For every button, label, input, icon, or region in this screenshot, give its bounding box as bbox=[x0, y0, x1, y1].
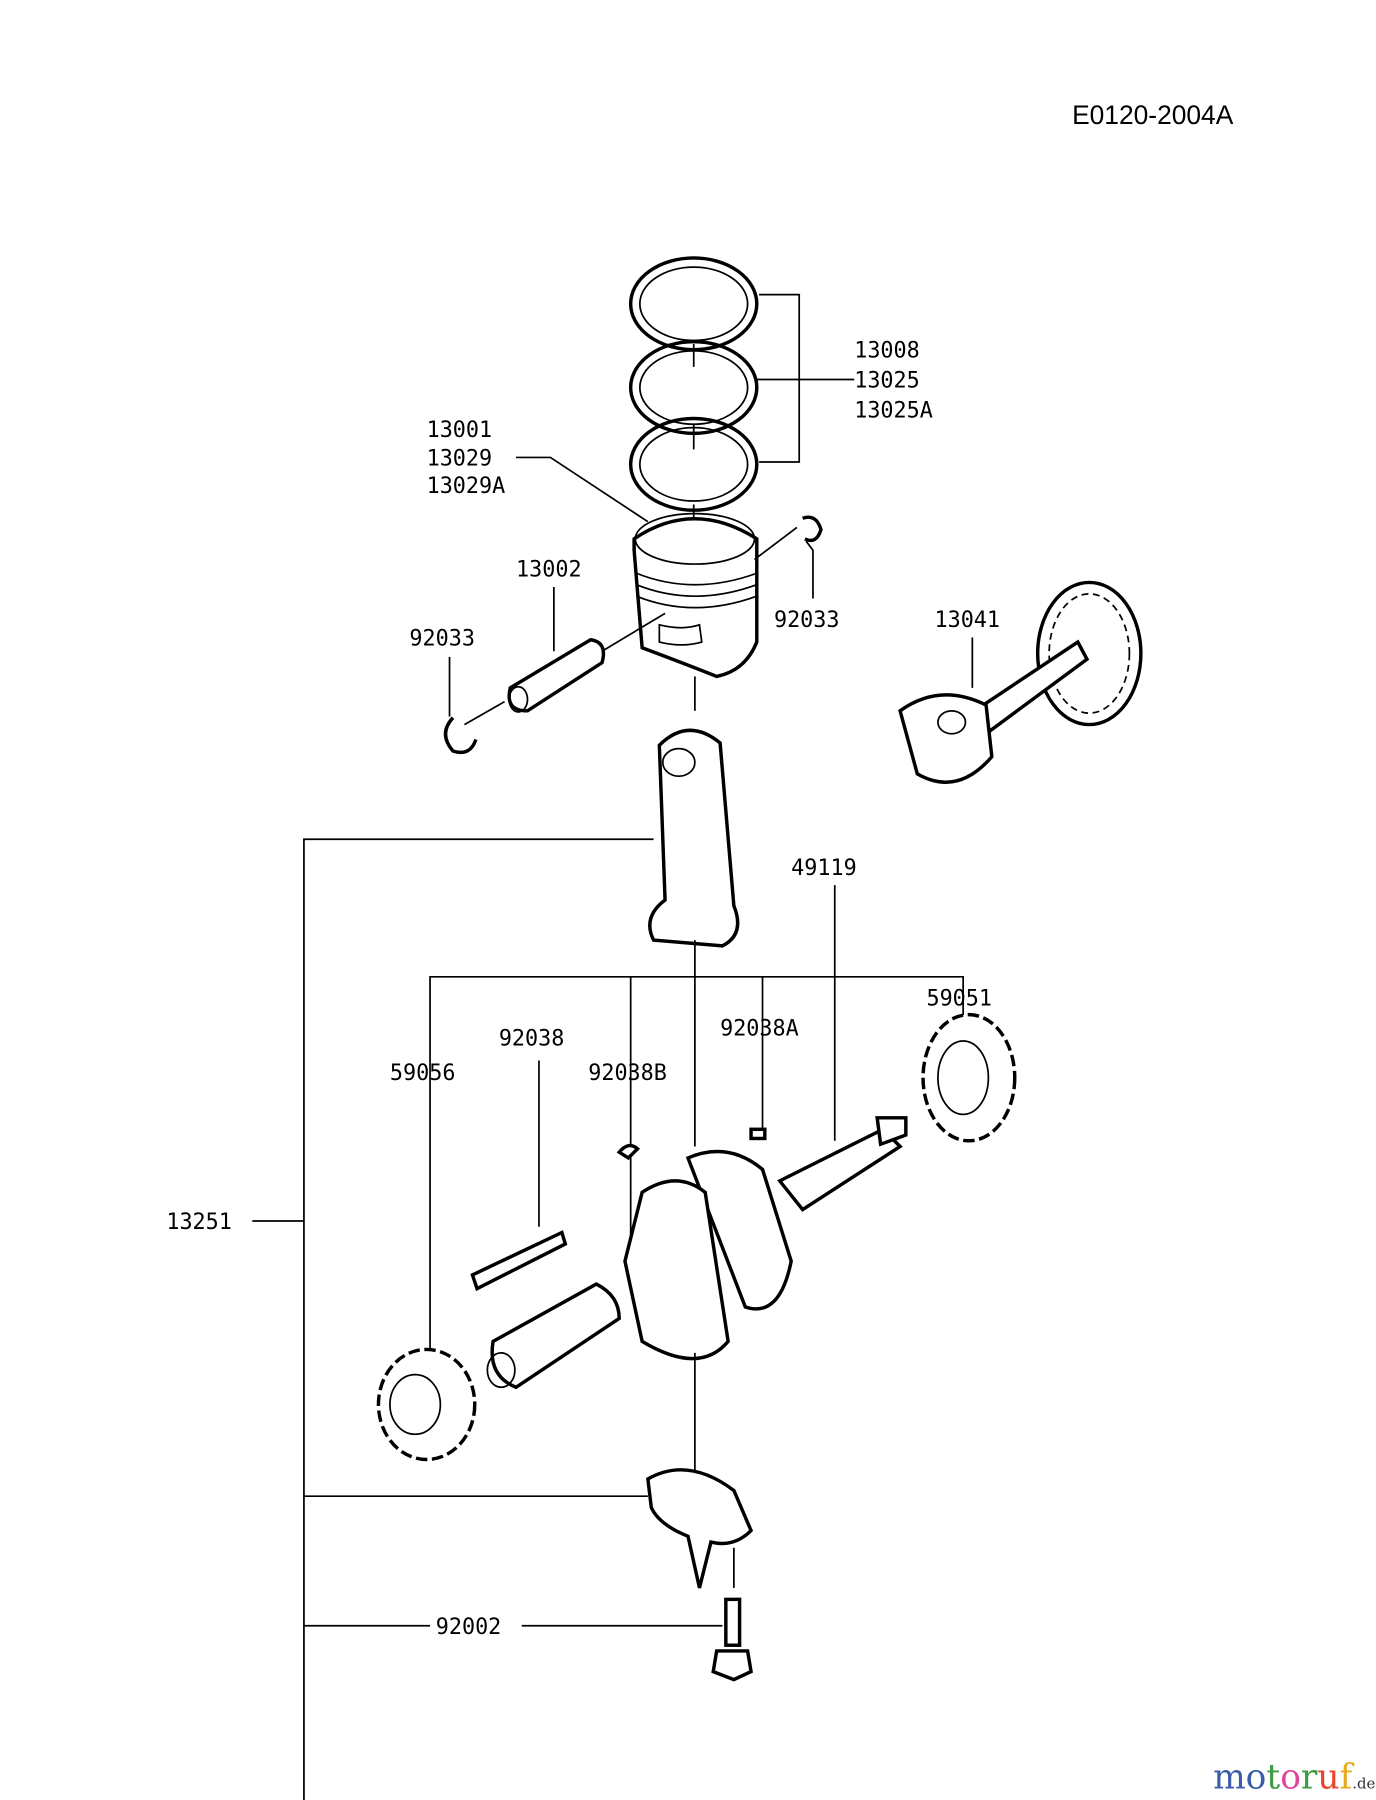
rod-cap bbox=[646, 1468, 754, 1589]
callout-59051: 59051 bbox=[926, 986, 992, 1011]
callout-13025: 13025 bbox=[854, 369, 920, 394]
callout-92002: 92002 bbox=[436, 1615, 502, 1640]
callout-13025A: 13025A bbox=[854, 398, 933, 423]
key-92038B bbox=[616, 1143, 641, 1161]
gear-59056 bbox=[376, 1347, 477, 1462]
callout-92033-right: 92033 bbox=[774, 608, 840, 633]
piston bbox=[632, 512, 759, 711]
piston-rings bbox=[628, 256, 855, 537]
callout-92033-left: 92033 bbox=[409, 626, 475, 651]
callout-13001: 13001 bbox=[427, 418, 493, 443]
balancer-shaft bbox=[898, 580, 1143, 784]
callout-13041: 13041 bbox=[934, 608, 1000, 633]
callout-13029: 13029 bbox=[427, 446, 493, 471]
callout-92038B: 92038B bbox=[588, 1061, 667, 1086]
callout-13251: 13251 bbox=[166, 1210, 232, 1235]
callout-59056: 59056 bbox=[390, 1061, 456, 1086]
key-92038 bbox=[470, 1230, 568, 1292]
key-92038A bbox=[749, 1127, 767, 1141]
circlip-right-icon bbox=[802, 515, 823, 543]
bolt-92002 bbox=[711, 1597, 753, 1682]
circlip-left-icon bbox=[443, 716, 478, 755]
callout-49119: 49119 bbox=[791, 856, 857, 881]
callout-13002: 13002 bbox=[516, 558, 582, 583]
motoruf-logo: motoruf.de bbox=[1213, 1758, 1375, 1798]
callout-92038A: 92038A bbox=[720, 1016, 799, 1041]
diagram-code: E0120-2004A bbox=[1072, 100, 1234, 130]
callout-92038: 92038 bbox=[499, 1027, 565, 1052]
piston-pin bbox=[464, 587, 666, 726]
crankshaft bbox=[486, 1116, 908, 1479]
connecting-rod bbox=[648, 728, 740, 1147]
callout-13008: 13008 bbox=[854, 339, 920, 364]
gear-59051 bbox=[921, 1012, 1017, 1143]
callout-13029A: 13029A bbox=[427, 474, 506, 499]
